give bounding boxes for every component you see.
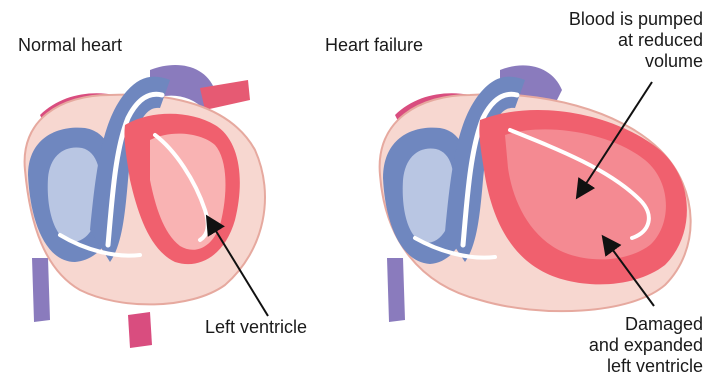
left-ventricle-label: Left ventricle (205, 317, 307, 338)
vessel-stub-bottom (128, 312, 152, 348)
normal-heart-title: Normal heart (18, 35, 122, 56)
pumped-line-2: at reduced (569, 30, 703, 51)
failing-heart-illustration (380, 65, 691, 322)
pumped-line-1: Blood is pumped (569, 9, 703, 30)
damaged-annotation: Damaged and expanded left ventricle (589, 314, 703, 377)
normal-heart-illustration (25, 65, 265, 348)
pumped-annotation: Blood is pumped at reduced volume (569, 9, 703, 72)
damaged-line-3: left ventricle (589, 356, 703, 377)
vessel-stub-lower (32, 258, 50, 322)
vessel-stub-lower (387, 258, 405, 322)
damaged-line-2: and expanded (589, 335, 703, 356)
pumped-line-3: volume (569, 51, 703, 72)
damaged-line-1: Damaged (589, 314, 703, 335)
heart-failure-title: Heart failure (325, 35, 423, 56)
